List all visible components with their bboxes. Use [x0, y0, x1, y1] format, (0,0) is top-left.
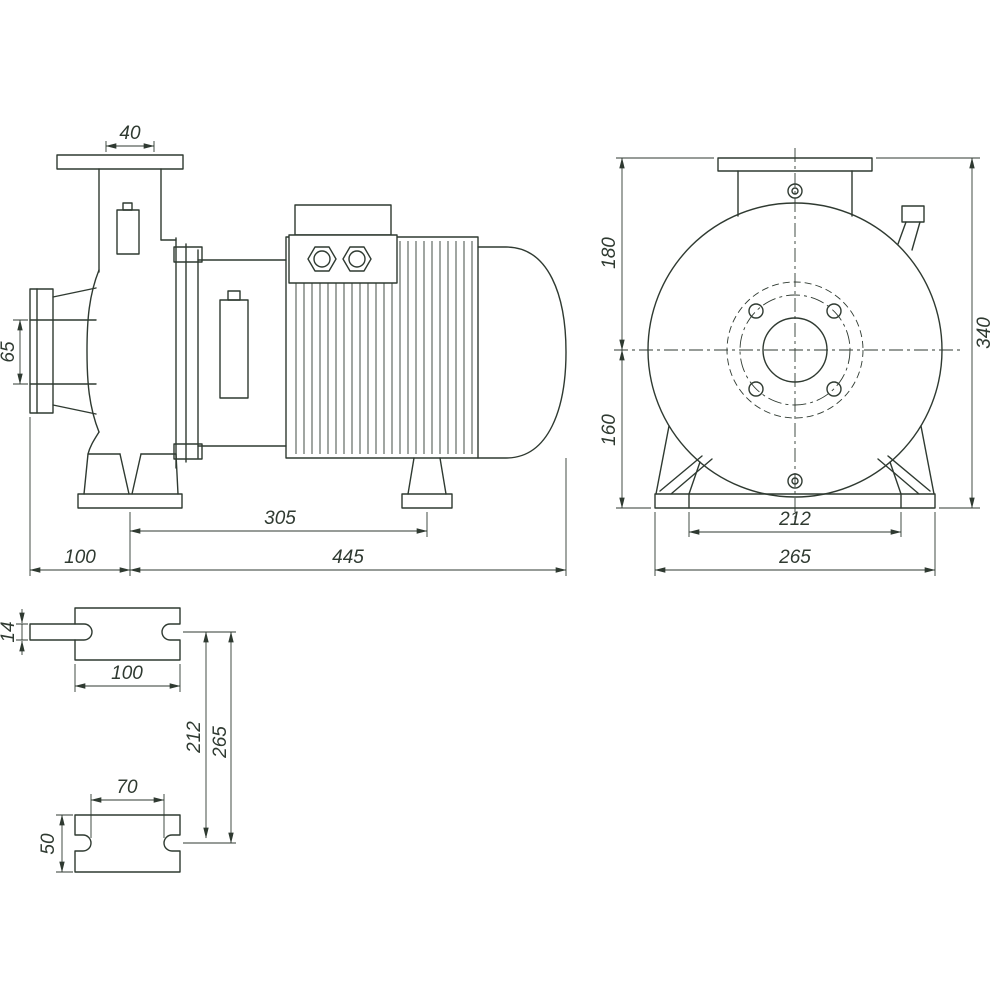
volute-casing [83, 239, 179, 495]
suction-flange [29, 287, 97, 415]
dim-label-discharge-port: 40 [119, 123, 141, 144]
dim-label-suction-to-foot: 100 [64, 547, 96, 568]
lantern-window [219, 299, 249, 399]
dim-label-front-foot-width: 100 [111, 663, 143, 684]
dim-label-tab-thickness: 14 [0, 621, 19, 642]
dim-label-axis-to-base: 160 [599, 414, 620, 446]
dim-suction-to-foot: 100 [29, 417, 131, 576]
front-view: 180 160 340 212 265 [599, 148, 995, 576]
foot-slot [74, 623, 93, 641]
motor-foot [401, 457, 453, 509]
gusset-rib [887, 455, 931, 492]
flange-bolt-hole [748, 303, 764, 319]
motor-end-cap [477, 246, 567, 459]
gusset-rib [877, 458, 920, 495]
dim-label-slot-spacing-long: 212 [184, 721, 205, 754]
dim-overall-height: 340 [876, 157, 995, 509]
cable-gland-bore [313, 250, 331, 268]
gusset-rib [670, 458, 713, 495]
centerlines [614, 148, 962, 522]
cable-gland-hex [342, 246, 372, 272]
dim-slot-spacing-long: 212 [183, 631, 236, 844]
dim-label-foot-spacing: 305 [264, 508, 296, 529]
dim-label-rear-slot-spacing: 70 [116, 777, 138, 798]
dim-foot-spacing: 305 [129, 508, 428, 576]
dim-discharge-port: 40 [105, 123, 155, 152]
bolt-head [173, 246, 203, 263]
dim-axis-to-top: 180 [599, 157, 714, 351]
dim-label-overall-height: 340 [974, 317, 995, 349]
flange-bolt-hole [826, 381, 842, 397]
cable-gland-hex [307, 246, 337, 272]
dim-label-foot-slot-spacing: 212 [778, 509, 811, 530]
side-view: 40 65 305 100 445 [0, 123, 567, 576]
dim-overall-long: 265 [210, 631, 234, 844]
cooling-fins [295, 241, 473, 454]
terminal-box [288, 204, 398, 284]
dim-foot-slot-spacing: 212 [688, 509, 902, 537]
dim-label-overall-long: 265 [210, 726, 231, 759]
cable-gland-bore [348, 250, 366, 268]
dim-label-base-width: 265 [778, 547, 811, 568]
lantern-tab [227, 290, 241, 301]
bearing-bracket [173, 237, 287, 469]
base-plate [654, 493, 936, 509]
front-foot-plate [29, 607, 181, 661]
flange-bolt-hole [826, 303, 842, 319]
gusset-rib [659, 455, 703, 492]
vent-plug-boss [901, 205, 925, 223]
dim-axis-to-base: 160 [599, 349, 651, 509]
gauge-port-boss [116, 209, 140, 255]
foot-plan-views: 14 100 212 265 70 50 [0, 607, 236, 873]
discharge-flange-front [717, 157, 873, 172]
dim-label-axis-to-top: 180 [599, 237, 620, 269]
pump-foot [77, 493, 183, 509]
dim-label-rear-foot-width: 50 [38, 833, 59, 855]
dim-tab-thickness: 14 [0, 609, 28, 655]
dim-suction-port: 65 [0, 319, 28, 385]
dim-front-foot-width: 100 [74, 663, 181, 692]
dim-rear-slot-spacing: 70 [90, 777, 165, 838]
flange-bolt-hole [748, 381, 764, 397]
dim-rear-foot-width: 50 [38, 814, 73, 873]
dim-overall-length: 445 [129, 458, 567, 576]
rear-foot-plate [74, 814, 181, 873]
dim-label-suction-port: 65 [0, 341, 19, 363]
discharge-flange [56, 154, 184, 273]
bolt-head [173, 443, 203, 460]
gauge-port-plug [122, 202, 133, 211]
dim-base-width: 265 [654, 512, 936, 576]
dim-label-overall-length: 445 [332, 547, 364, 568]
base-legs [654, 425, 936, 509]
